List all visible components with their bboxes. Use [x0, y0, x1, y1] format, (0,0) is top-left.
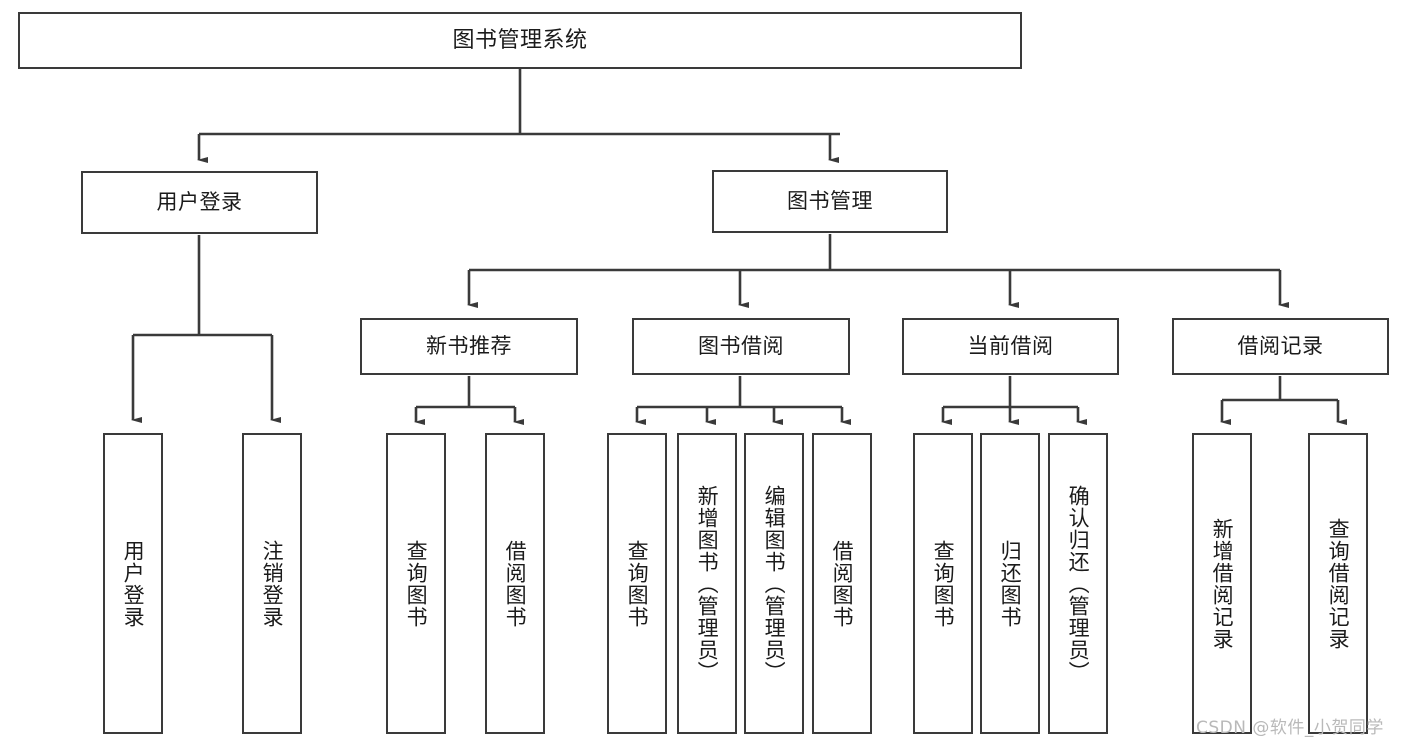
node-label: 借阅记录 — [1237, 334, 1324, 359]
node-label: 图书管理系统 — [452, 27, 588, 53]
node-current-borrow[interactable]: 当前借阅 — [902, 318, 1119, 375]
node-label: 查询图书 — [625, 539, 650, 628]
node-new-book-recommend[interactable]: 新书推荐 — [360, 318, 578, 375]
leaf-new-book-borrow-book[interactable]: 借阅图书 — [485, 433, 545, 734]
leaf-book-borrow-borrow-book[interactable]: 借阅图书 — [812, 433, 872, 734]
node-label: 查询借阅记录 — [1326, 517, 1351, 650]
leaf-current-borrow-query-book[interactable]: 查询图书 — [913, 433, 973, 734]
node-label: 借阅图书 — [503, 539, 528, 628]
leaf-user-login-login[interactable]: 用户登录 — [103, 433, 163, 734]
leaf-user-login-logout[interactable]: 注销登录 — [242, 433, 302, 734]
leaf-book-borrow-edit-book-admin[interactable]: 编辑图书（管理员） — [744, 433, 804, 734]
node-book-management[interactable]: 图书管理 — [712, 170, 948, 233]
node-borrow-record[interactable]: 借阅记录 — [1172, 318, 1389, 375]
node-label: 图书管理 — [787, 189, 873, 214]
csdn-watermark: CSDN @软件_小贺同学 — [1196, 718, 1384, 738]
node-book-borrow[interactable]: 图书借阅 — [632, 318, 850, 375]
leaf-current-borrow-return-book[interactable]: 归还图书 — [980, 433, 1040, 734]
node-label: 查询图书 — [404, 539, 429, 628]
node-label: 确认归还（管理员） — [1066, 484, 1091, 683]
leaf-current-borrow-confirm-return-admin[interactable]: 确认归还（管理员） — [1048, 433, 1108, 734]
node-label: 新书推荐 — [426, 334, 512, 359]
node-label: 当前借阅 — [967, 334, 1054, 359]
node-label: 编辑图书（管理员） — [762, 484, 787, 683]
leaf-new-book-query-book[interactable]: 查询图书 — [386, 433, 446, 734]
node-label: 用户登录 — [121, 539, 146, 628]
node-label: 借阅图书 — [830, 539, 855, 628]
node-label: 新增借阅记录 — [1210, 517, 1235, 650]
node-label: 注销登录 — [260, 539, 285, 628]
node-label: 新增图书（管理员） — [695, 484, 720, 683]
node-label: 用户登录 — [156, 190, 243, 215]
leaf-borrow-record-add-record[interactable]: 新增借阅记录 — [1192, 433, 1252, 734]
node-user-login[interactable]: 用户登录 — [81, 171, 318, 234]
node-root-book-management-system[interactable]: 图书管理系统 — [18, 12, 1022, 69]
node-label: 查询图书 — [931, 539, 956, 628]
leaf-book-borrow-add-book-admin[interactable]: 新增图书（管理员） — [677, 433, 737, 734]
leaf-book-borrow-query-book[interactable]: 查询图书 — [607, 433, 667, 734]
node-label: 归还图书 — [998, 539, 1023, 628]
node-label: 图书借阅 — [698, 334, 784, 359]
leaf-borrow-record-query-record[interactable]: 查询借阅记录 — [1308, 433, 1368, 734]
